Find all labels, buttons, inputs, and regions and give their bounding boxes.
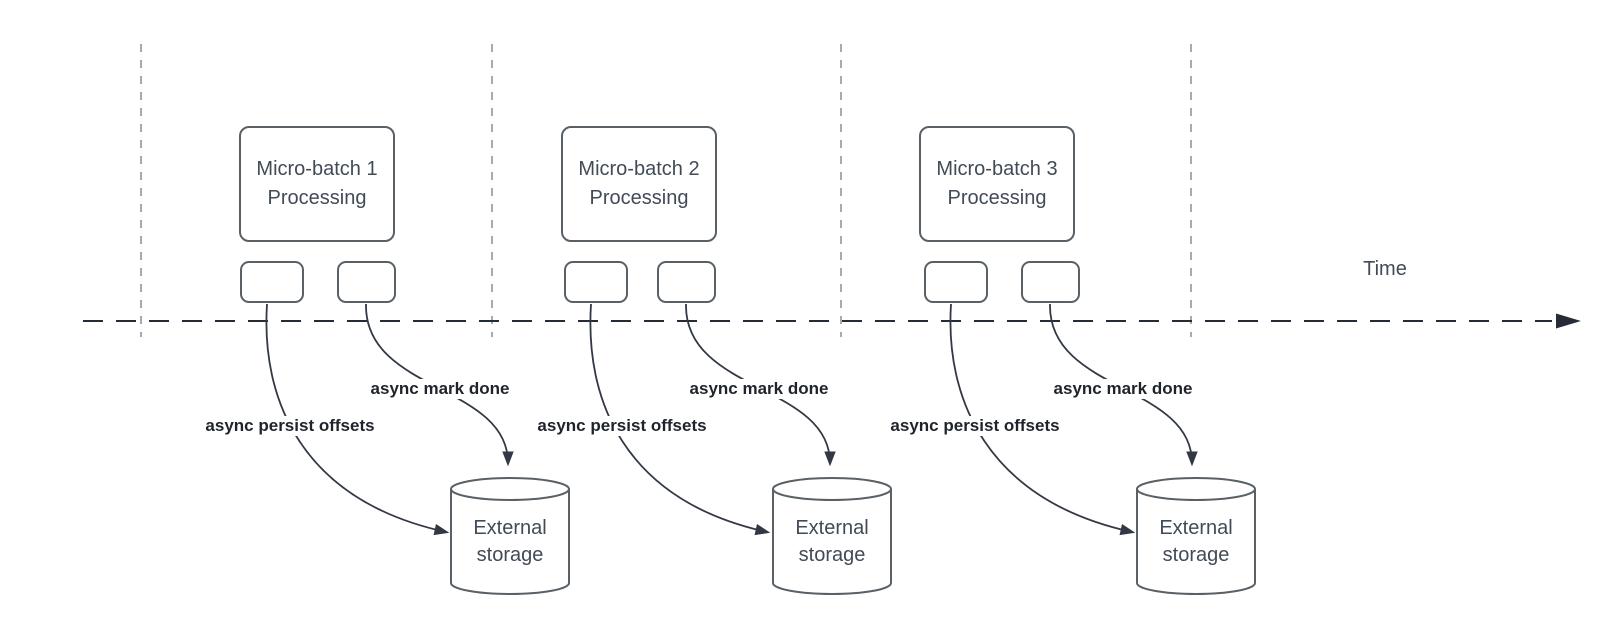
time-axis-arrowhead xyxy=(1556,313,1581,329)
storage-label-3-line2: storage xyxy=(1162,544,1230,566)
storage-label-3: External storage xyxy=(1136,515,1256,569)
microbatch-1-box: Micro-batch 1 Processing xyxy=(239,126,395,242)
async-persist-offsets-arrow-2 xyxy=(589,303,767,532)
storage-label-2-line1: External xyxy=(795,517,869,539)
microbatch-2-box: Micro-batch 2 Processing xyxy=(561,126,717,242)
time-axis-label: Time xyxy=(1363,258,1407,280)
storage-label-1-line1: External xyxy=(473,517,547,539)
task-chip-2a xyxy=(564,261,628,303)
storage-cylinder-2 xyxy=(772,477,892,595)
microbatch-3-title-line2: Processing xyxy=(947,187,1047,209)
microbatch-1-title-line1: Micro-batch 1 xyxy=(256,158,378,180)
microbatch-2-title-line1: Micro-batch 2 xyxy=(578,158,700,180)
storage-label-2: External storage xyxy=(772,515,892,569)
storage-cylinder-3 xyxy=(1136,477,1256,595)
microbatch-3-title-line1: Micro-batch 3 xyxy=(936,158,1058,180)
storage-cylinder-1 xyxy=(450,477,570,595)
microbatch-3-box: Micro-batch 3 Processing xyxy=(919,126,1075,242)
task-chip-1a xyxy=(240,261,304,303)
async-mark-done-label-3: async mark done xyxy=(1050,379,1196,399)
task-chip-2b xyxy=(657,261,716,303)
task-chip-3b xyxy=(1021,261,1080,303)
microbatch-2-title-line2: Processing xyxy=(589,187,689,209)
task-chip-1b xyxy=(337,261,396,303)
storage-label-1-line2: storage xyxy=(476,544,544,566)
storage-label-1: External storage xyxy=(450,515,570,569)
async-persist-offsets-arrow-3 xyxy=(949,303,1132,532)
async-persist-offsets-label-1: async persist offsets xyxy=(202,416,378,436)
async-mark-done-label-1: async mark done xyxy=(367,379,513,399)
storage-label-3-line1: External xyxy=(1159,517,1233,539)
microbatch-1-title-line2: Processing xyxy=(267,187,367,209)
async-persist-offsets-arrow-1 xyxy=(265,303,446,532)
task-chip-3a xyxy=(924,261,988,303)
async-persist-offsets-label-3: async persist offsets xyxy=(887,416,1063,436)
async-mark-done-label-2: async mark done xyxy=(686,379,832,399)
storage-label-2-line2: storage xyxy=(798,544,866,566)
async-persist-offsets-label-2: async persist offsets xyxy=(534,416,710,436)
